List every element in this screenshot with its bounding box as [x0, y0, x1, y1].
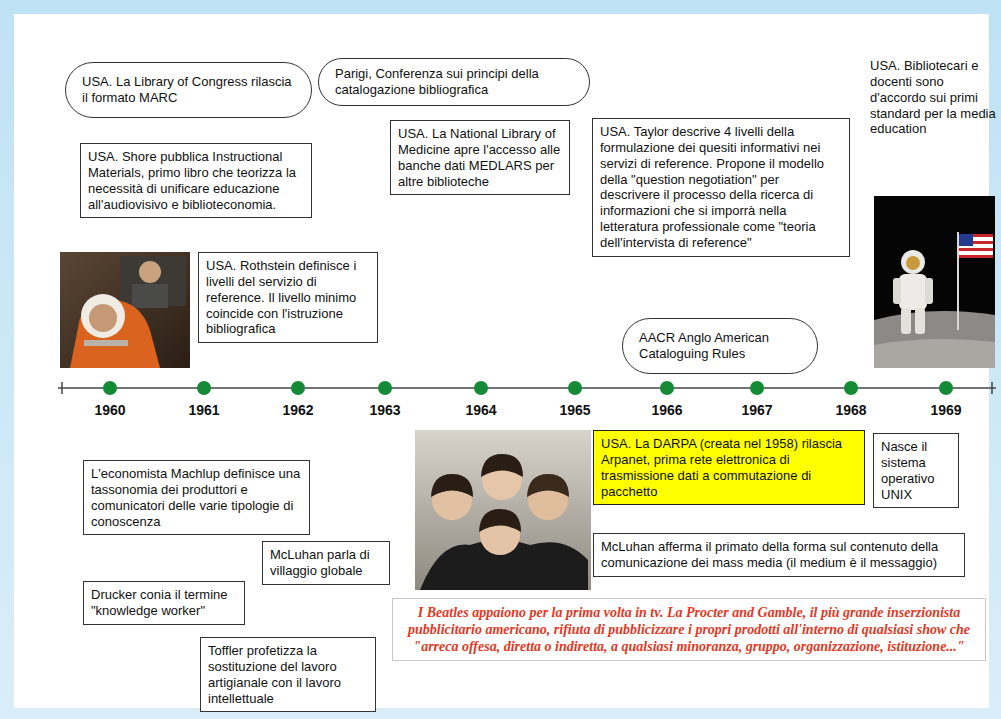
event-text: Drucker conia il termine "knowledge work…: [91, 587, 237, 619]
event-pill: USA. La Library of Congress rilascia il …: [65, 62, 312, 118]
event-text: USA. La DARPA (creata nel 1958) rilascia…: [601, 436, 857, 499]
event-text: Nasce il sistema operativo UNIX: [881, 439, 951, 502]
event-text: USA. Shore pubblica Instructional Materi…: [88, 149, 304, 212]
astronaut-photo: [60, 252, 190, 368]
event-box: USA. Shore pubblica Instructional Materi…: [80, 143, 312, 218]
event-note: USA. Bibliotecari e docenti sono d'accor…: [870, 58, 996, 137]
year-label: 1965: [550, 402, 600, 419]
highlight-box: USA. La DARPA (creata nel 1958) rilascia…: [593, 430, 865, 505]
event-text: L'economista Machlup definisce una tasso…: [91, 466, 302, 529]
moon-photo: [874, 196, 995, 368]
event-pill: Parigi, Conferenza sui principi della ca…: [318, 58, 590, 106]
event-text: USA. La Library of Congress rilascia il …: [82, 74, 295, 106]
event-box: USA. La National Library of Medicine apr…: [390, 120, 570, 195]
event-box: McLuhan afferma il primato della forma s…: [593, 533, 965, 577]
event-box: Nasce il sistema operativo UNIX: [873, 433, 959, 508]
event-box: Drucker conia il termine "knowledge work…: [83, 581, 245, 625]
timeline-axis: [58, 381, 996, 395]
year-label: 1966: [642, 402, 692, 419]
event-box: USA. Taylor descrive 4 livelli della for…: [592, 118, 850, 257]
event-pill: AACR Anglo American Cataloguing Rules: [622, 318, 818, 374]
event-box: L'economista Machlup definisce una tasso…: [83, 460, 310, 535]
event-text: Parigi, Conferenza sui principi della ca…: [335, 66, 573, 98]
event-text: McLuhan parla di villaggio globale: [270, 547, 382, 579]
year-label: 1967: [732, 402, 782, 419]
year-label: 1962: [273, 402, 323, 419]
year-label: 1963: [360, 402, 410, 419]
event-text: I Beatles appaiono per la prima volta in…: [403, 604, 975, 655]
year-label: 1968: [826, 402, 876, 419]
event-box: USA. Rothstein definisce i livelli del s…: [198, 252, 378, 343]
year-label: 1964: [456, 402, 506, 419]
year-label: 1960: [85, 402, 135, 419]
event-text: USA. Rothstein definisce i livelli del s…: [206, 258, 370, 337]
event-text: Toffler profetizza la sostituzione del l…: [208, 643, 368, 706]
event-text: AACR Anglo American Cataloguing Rules: [639, 330, 801, 362]
event-text: USA. La National Library of Medicine apr…: [398, 126, 562, 189]
event-box: Toffler profetizza la sostituzione del l…: [200, 637, 376, 712]
event-text: USA. Taylor descrive 4 livelli della for…: [600, 124, 842, 251]
year-label: 1969: [921, 402, 971, 419]
note-box: I Beatles appaiono per la prima volta in…: [392, 598, 986, 661]
event-box: McLuhan parla di villaggio globale: [262, 541, 390, 585]
panel: [14, 14, 989, 708]
beatles-photo: [415, 430, 591, 590]
event-text: McLuhan afferma il primato della forma s…: [601, 539, 957, 571]
year-label: 1961: [179, 402, 229, 419]
